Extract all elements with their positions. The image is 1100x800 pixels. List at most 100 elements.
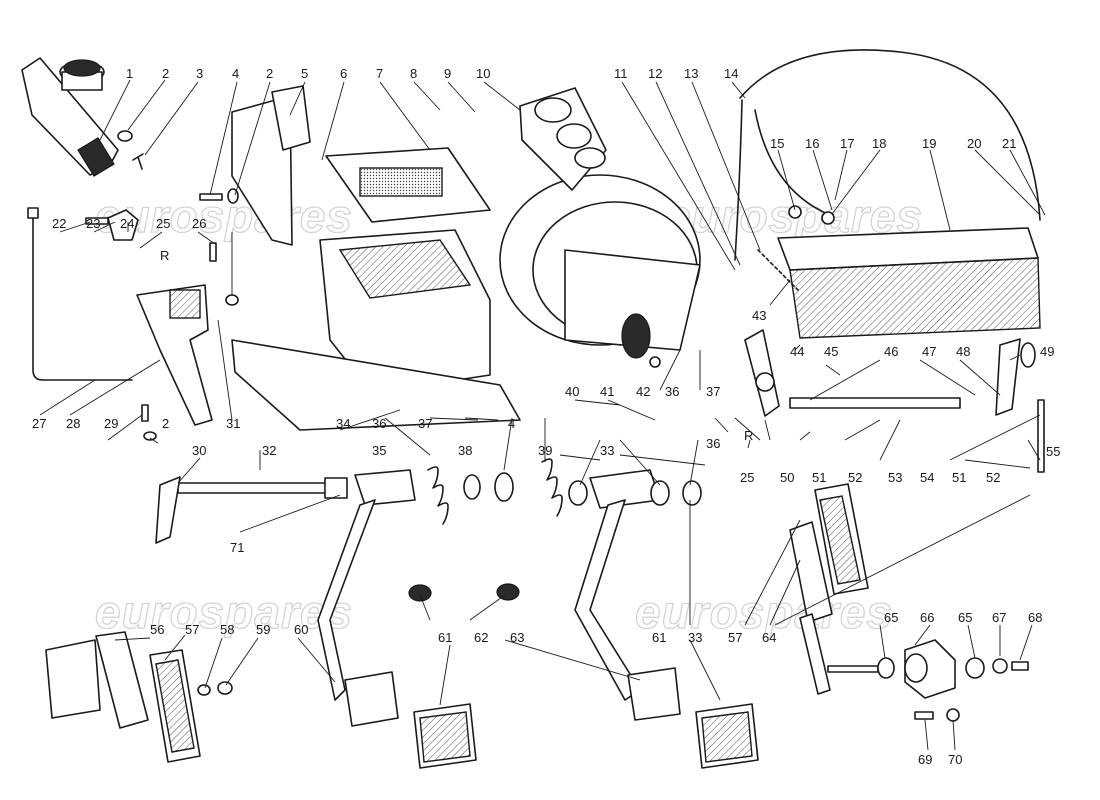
callout-18: 18	[872, 136, 886, 151]
brake-pedal-arm	[568, 469, 702, 721]
callout-5: 5	[301, 66, 308, 81]
callout-20: 20	[967, 136, 981, 151]
callout-58: 58	[220, 622, 234, 637]
callout-29: 29	[104, 416, 118, 431]
accelerator-pedal	[789, 483, 879, 695]
callout-16: 16	[805, 136, 819, 151]
callout-2: 2	[162, 416, 169, 431]
callout-28: 28	[66, 416, 80, 431]
callout-13: 13	[684, 66, 698, 81]
callout-21: 21	[1002, 136, 1016, 151]
callout-38: 38	[458, 443, 472, 458]
callout-61: 61	[438, 630, 452, 645]
bracket-plate	[231, 85, 311, 246]
callout-51: 51	[952, 470, 966, 485]
springs	[427, 458, 563, 525]
callout-43: 43	[752, 308, 766, 323]
callout-6: 6	[340, 66, 347, 81]
callout-34: 34	[336, 416, 350, 431]
callout-48: 48	[956, 344, 970, 359]
callout-39: 39	[538, 443, 552, 458]
callout-4: 4	[232, 66, 239, 81]
leader-lines	[39, 79, 1046, 751]
callout-33: 33	[688, 630, 702, 645]
callout-2: 2	[266, 66, 273, 81]
fluid-reservoir	[519, 87, 607, 191]
callout-3: 3	[196, 66, 203, 81]
callout-33: 33	[600, 443, 614, 458]
callout-49: 49	[1040, 344, 1054, 359]
rubber-stops	[408, 583, 520, 602]
callout-17: 17	[840, 136, 854, 151]
callout-40: 40	[565, 384, 579, 399]
callout-44: 44	[790, 344, 804, 359]
callout-11: 11	[614, 66, 628, 81]
callout-50: 50	[780, 470, 794, 485]
callout-1: 1	[126, 66, 133, 81]
callout-26: 26	[192, 216, 206, 231]
callout-64: 64	[762, 630, 776, 645]
callout-71: 71	[230, 540, 244, 555]
callout-8: 8	[410, 66, 417, 81]
callout-57: 57	[728, 630, 742, 645]
pushrod-27	[32, 214, 133, 381]
callout-68: 68	[1028, 610, 1042, 625]
callout-labels: 1 2 3 4 2 5 6 7 8 9 10 11 12 13 14 15 16…	[32, 66, 1060, 767]
callout-65: 65	[884, 610, 898, 625]
callout-54: 54	[920, 470, 934, 485]
callout-2: 2	[162, 66, 169, 81]
callout-55: 55	[1046, 444, 1060, 459]
callout-69: 69	[918, 752, 932, 767]
callout-46: 46	[884, 344, 898, 359]
callout-70: 70	[948, 752, 962, 767]
callout-59: 59	[256, 622, 270, 637]
callout-27: 27	[32, 416, 46, 431]
callout-56: 56	[150, 622, 164, 637]
washers-and-bolts	[85, 130, 239, 306]
callout-60: 60	[294, 622, 308, 637]
floor-plate	[777, 227, 1041, 339]
callout-24: 24	[120, 216, 134, 231]
pedal-box	[231, 147, 521, 431]
callout-52: 52	[986, 470, 1000, 485]
callout-10: 10	[476, 66, 490, 81]
callout-37: 37	[418, 416, 432, 431]
callout-66: 66	[920, 610, 934, 625]
pedal-bracket	[136, 284, 213, 426]
callout-23: 23	[86, 216, 100, 231]
callout-36: 36	[665, 384, 679, 399]
callout-53: 53	[888, 470, 902, 485]
callout-57: 57	[185, 622, 199, 637]
watermark-text: eurospares	[95, 586, 353, 638]
bolt-29	[141, 404, 157, 441]
clutch-master-cylinder	[21, 57, 119, 177]
pivot-bush	[877, 639, 1029, 722]
callout-45: 45	[824, 344, 838, 359]
callout-62: 62	[474, 630, 488, 645]
callout-4: 4	[508, 416, 515, 431]
pedal-pads	[413, 703, 759, 769]
callout-19: 19	[922, 136, 936, 151]
callout-61: 61	[652, 630, 666, 645]
callout-63: 63	[510, 630, 524, 645]
callout-52: 52	[848, 470, 862, 485]
callout-67: 67	[992, 610, 1006, 625]
callout-31: 31	[226, 416, 240, 431]
callout-35: 35	[372, 443, 386, 458]
callout-R: R	[744, 428, 753, 443]
callout-47: 47	[922, 344, 936, 359]
callout-36: 36	[706, 436, 720, 451]
pedal-shaft	[155, 476, 348, 544]
callout-22: 22	[52, 216, 66, 231]
callout-7: 7	[376, 66, 383, 81]
callout-32: 32	[262, 443, 276, 458]
throttle-cable	[739, 49, 1041, 221]
accelerator-pad-stack	[45, 631, 233, 763]
callout-25: 25	[740, 470, 754, 485]
callout-37: 37	[706, 384, 720, 399]
clutch-pedal-arm	[317, 469, 416, 727]
watermark-text: eurospares	[635, 586, 893, 638]
callout-12: 12	[648, 66, 662, 81]
callout-65: 65	[958, 610, 972, 625]
